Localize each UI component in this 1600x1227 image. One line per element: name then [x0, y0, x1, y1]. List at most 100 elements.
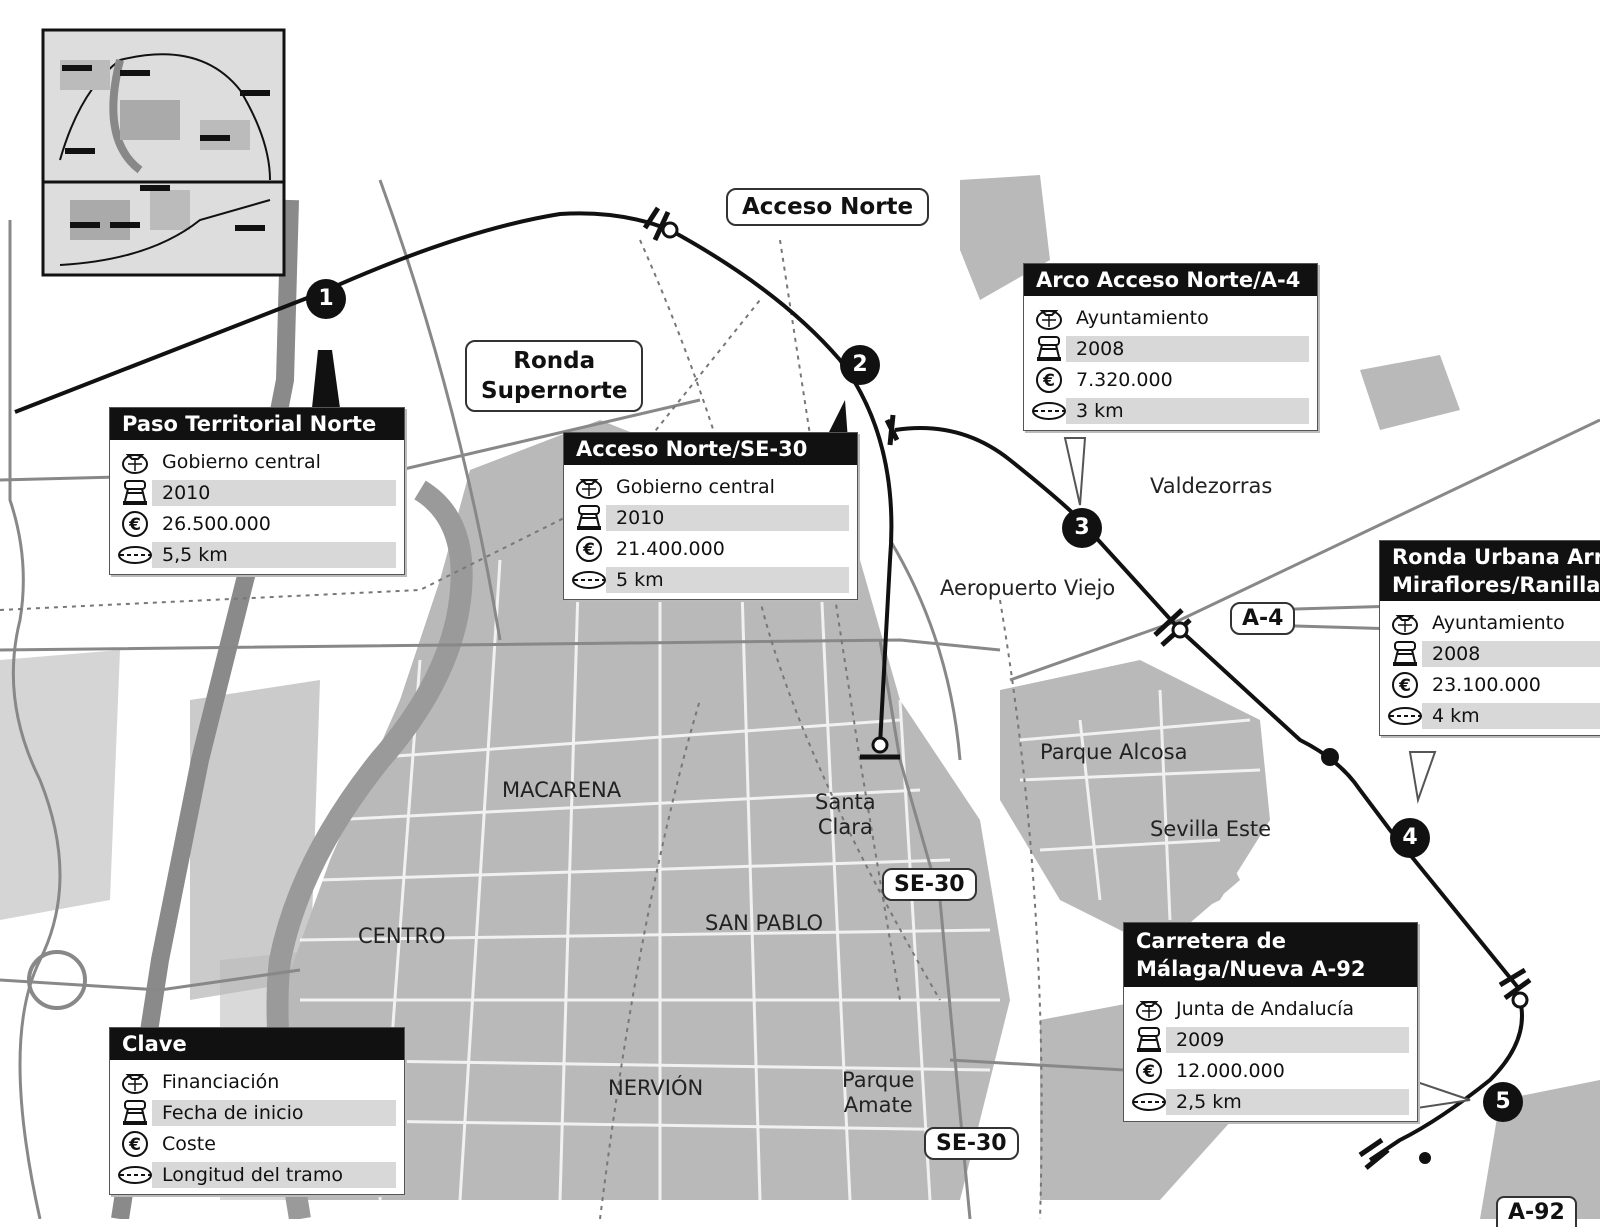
money-bag-icon [118, 448, 152, 476]
row-financing: Gobierno central [572, 471, 849, 502]
legend-title: Clave [110, 1028, 404, 1060]
railways [0, 239, 1043, 1219]
money-bag-icon [118, 1068, 152, 1096]
marker-3[interactable]: 3 [1062, 508, 1102, 548]
ronda-supernorte-line-2: Supernorte [481, 378, 628, 404]
parque-alcosa-label: Parque Alcosa [1040, 740, 1188, 764]
financing-value: Gobierno central [162, 450, 321, 473]
aeropuerto-viejo-label: Aeropuerto Viejo [940, 576, 1116, 600]
length-value: 5,5 km [152, 541, 396, 568]
ronda-supernorte-line-1: Ronda [513, 348, 596, 374]
legend-cost-label: Coste [162, 1132, 216, 1155]
euro-icon: € [572, 535, 606, 563]
svg-text:€: € [1042, 371, 1055, 391]
road-se30-badge-2: SE-30 [924, 1127, 1019, 1160]
length-value: 5 km [606, 566, 849, 593]
row-cost: € 21.400.000 [572, 533, 849, 564]
marker-4[interactable]: 4 [1390, 818, 1430, 858]
legend-start-label: Fecha de inicio [152, 1099, 396, 1126]
row-financing: Junta de Andalucía [1132, 993, 1409, 1024]
santa-clara-line-1: Santa [815, 790, 876, 814]
excavator-icon [1388, 640, 1422, 668]
marker-2[interactable]: 2 [840, 345, 880, 385]
card-title-line-2: Málaga/Nueva A-92 [1136, 957, 1366, 981]
excavator-icon [1032, 335, 1066, 363]
row-start: 2008 [1032, 333, 1309, 364]
san-pablo-label: SAN PABLO [705, 911, 824, 935]
svg-text:€: € [128, 515, 141, 535]
cost-value: 23.100.000 [1432, 673, 1541, 696]
start-value: 2010 [152, 479, 396, 506]
financing-value: Gobierno central [616, 475, 775, 498]
marker-5[interactable]: 5 [1483, 1082, 1523, 1122]
excavator-icon [572, 504, 606, 532]
svg-text:€: € [582, 540, 595, 560]
parque-amate-line-1: Parque [842, 1068, 915, 1092]
card-title-line-1: Ronda Urbana Arro [1392, 545, 1600, 569]
card-title: Paso Territorial Norte [110, 408, 404, 440]
excavator-icon [118, 1099, 152, 1127]
row-financing: Ayuntamiento [1032, 302, 1309, 333]
road-a92-badge: A-92 [1496, 1196, 1577, 1227]
road-icon [572, 566, 606, 594]
money-bag-icon [572, 473, 606, 501]
card-acceso-norte-se30[interactable]: Acceso Norte/SE-30 Gobierno central 2010… [563, 432, 858, 600]
length-value: 2,5 km [1166, 1088, 1409, 1115]
svg-text:€: € [1398, 676, 1411, 696]
money-bag-icon [1132, 995, 1166, 1023]
row-start: 2010 [572, 502, 849, 533]
row-start: 2010 [118, 477, 396, 508]
start-value: 2009 [1166, 1026, 1409, 1053]
nervion-label: NERVIÓN [608, 1076, 704, 1100]
excavator-icon [118, 479, 152, 507]
card-title: Acceso Norte/SE-30 [564, 433, 857, 465]
row-length: 5,5 km [118, 539, 396, 570]
euro-icon: € [1388, 671, 1422, 699]
row-financing: Gobierno central [118, 446, 396, 477]
marker-1[interactable]: 1 [306, 279, 346, 319]
parque-amate-label: Parque Amate [842, 1068, 914, 1118]
row-start: 2008 [1388, 638, 1600, 669]
svg-text:€: € [1142, 1062, 1155, 1082]
santa-clara-label: Santa Clara [815, 790, 876, 840]
road-icon [1032, 397, 1066, 425]
euro-icon: € [118, 510, 152, 538]
financing-value: Junta de Andalucía [1176, 997, 1355, 1020]
card-carretera-malaga[interactable]: Carretera de Málaga/Nueva A-92 Junta de … [1123, 922, 1418, 1122]
row-financing: Ayuntamiento [1388, 607, 1600, 638]
row-cost: € 26.500.000 [118, 508, 396, 539]
sevilla-este-label: Sevilla Este [1150, 817, 1272, 841]
road-icon [118, 541, 152, 569]
cost-value: 7.320.000 [1076, 368, 1173, 391]
card-paso-territorial-norte[interactable]: Paso Territorial Norte Gobierno central … [109, 407, 405, 575]
valdezorras-label: Valdezorras [1150, 474, 1273, 498]
start-value: 2008 [1066, 335, 1309, 362]
svg-text:€: € [128, 1135, 141, 1155]
card-ronda-urbana[interactable]: Ronda Urbana Arro Miraflores/Ranilla Ayu… [1379, 540, 1600, 736]
parque-amate-line-2: Amate [843, 1093, 913, 1117]
road-icon [1132, 1088, 1166, 1116]
row-length: 2,5 km [1132, 1086, 1409, 1117]
card-arco-acceso-norte-a4[interactable]: Arco Acceso Norte/A-4 Ayuntamiento 2008 … [1023, 263, 1318, 431]
road-icon [1388, 702, 1422, 730]
legend-row-length: Longitud del tramo [118, 1159, 396, 1190]
length-value: 3 km [1066, 397, 1309, 424]
row-length: 5 km [572, 564, 849, 595]
legend-row-start: Fecha de inicio [118, 1097, 396, 1128]
cost-value: 12.000.000 [1176, 1059, 1285, 1082]
legend-row-financing: Financiación [118, 1066, 396, 1097]
legend-clave: Clave Financiación Fecha de inicio € Cos… [109, 1027, 405, 1195]
legend-length-label: Longitud del tramo [152, 1161, 396, 1188]
start-value: 2008 [1422, 640, 1600, 667]
legend-row-cost: € Coste [118, 1128, 396, 1159]
card-title: Carretera de Málaga/Nueva A-92 [1124, 923, 1417, 987]
santa-clara-line-2: Clara [817, 815, 873, 839]
card-title-line-1: Carretera de [1136, 929, 1286, 953]
excavator-icon [1132, 1026, 1166, 1054]
row-length: 4 km [1388, 700, 1600, 731]
road-a4-badge: A-4 [1230, 602, 1296, 635]
financing-value: Ayuntamiento [1076, 306, 1209, 329]
row-cost: € 12.000.000 [1132, 1055, 1409, 1086]
river-canal [111, 199, 299, 1219]
